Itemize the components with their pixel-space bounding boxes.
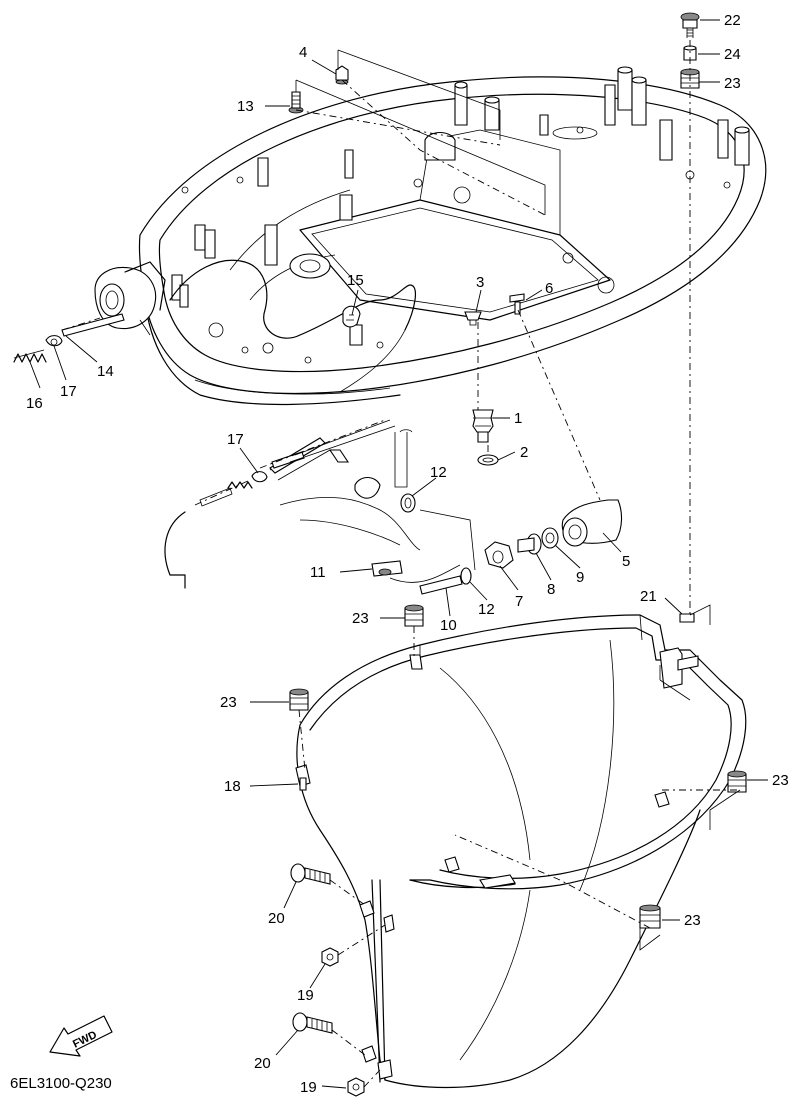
part-7-nut [484, 541, 514, 569]
callout-16: 16 [26, 395, 43, 412]
callout-11: 11 [310, 564, 326, 581]
part-16-spring [13, 349, 47, 363]
assembly-lines [61, 40, 741, 1088]
part-23-grommet-d [727, 770, 747, 793]
callout-21: 21 [640, 588, 657, 605]
part-14-shift-rod [61, 313, 125, 337]
callout-19: 19 [297, 987, 314, 1004]
fwd-arrow-label: FWD [71, 1029, 99, 1051]
callout-18: 18 [224, 778, 241, 795]
part-12-ring-lower [460, 567, 472, 585]
callout-9: 9 [576, 569, 584, 586]
fwd-arrow: FWD [49, 1015, 113, 1057]
part-22-bolt [680, 12, 700, 38]
callout-17: 17 [60, 383, 77, 400]
callout-23: 23 [724, 75, 741, 92]
callout-23: 23 [772, 772, 789, 789]
leader-lines [29, 19, 768, 1089]
part-9-washer [541, 527, 559, 549]
part-21-nut [679, 613, 695, 623]
part-10-hose [419, 575, 463, 595]
callout-12: 12 [478, 601, 495, 618]
callout-17: 17 [227, 431, 244, 448]
callout-14: 14 [97, 363, 114, 380]
part-20-bolt-upper [290, 863, 331, 885]
part-15-clamp [342, 305, 361, 328]
part-23-grommet-e [639, 904, 661, 929]
callout-12: 12 [430, 464, 447, 481]
part-17-clip-upper [45, 335, 63, 347]
callout-6: 6 [545, 280, 553, 297]
callout-8: 8 [547, 581, 555, 598]
part-12-ring-upper [400, 493, 416, 513]
part-5-rubber-boot [561, 499, 623, 547]
callout-labels: 22 24 23 4 13 15 3 6 14 16 17 1 2 17 12 … [26, 12, 789, 1096]
callout-2: 2 [520, 444, 528, 461]
callout-7: 7 [515, 593, 523, 610]
part-24-collar [683, 45, 697, 61]
callout-23: 23 [352, 610, 369, 627]
apron-cover [295, 614, 747, 1089]
cowling-holes [181, 126, 731, 364]
part-23-grommet-b [404, 604, 424, 627]
callout-23: 23 [220, 694, 237, 711]
part-19-nut-upper [321, 947, 339, 967]
part-13-screw [288, 91, 304, 114]
cowling-bosses [171, 66, 750, 346]
callout-24: 24 [724, 46, 741, 63]
callout-10: 10 [440, 617, 457, 634]
bottom-cowling [94, 66, 767, 406]
callout-3: 3 [476, 274, 484, 291]
part-2-clip [477, 454, 499, 466]
part-1-grommet [472, 409, 494, 443]
part-11-clamp [371, 560, 403, 577]
part-20-bolt-lower [292, 1012, 333, 1034]
callout-1: 1 [514, 410, 522, 427]
callout-15: 15 [347, 272, 364, 289]
callout-22: 22 [724, 12, 741, 29]
callout-20: 20 [254, 1055, 271, 1072]
part-18-screw [299, 777, 307, 791]
part-3-plate [464, 311, 482, 326]
drawing-code: 6EL3100-Q230 [10, 1075, 112, 1092]
callout-19: 19 [300, 1079, 317, 1096]
part-23-grommet-c [289, 688, 309, 711]
callout-20: 20 [268, 910, 285, 927]
callout-23: 23 [684, 912, 701, 929]
part-19-nut-lower [347, 1077, 365, 1097]
callout-4: 4 [299, 44, 307, 61]
shift-rod-boss [94, 261, 166, 336]
part-8-bushing [517, 533, 542, 555]
callout-5: 5 [622, 553, 630, 570]
callout-13: 13 [237, 98, 254, 115]
part-6-screw [509, 293, 525, 315]
